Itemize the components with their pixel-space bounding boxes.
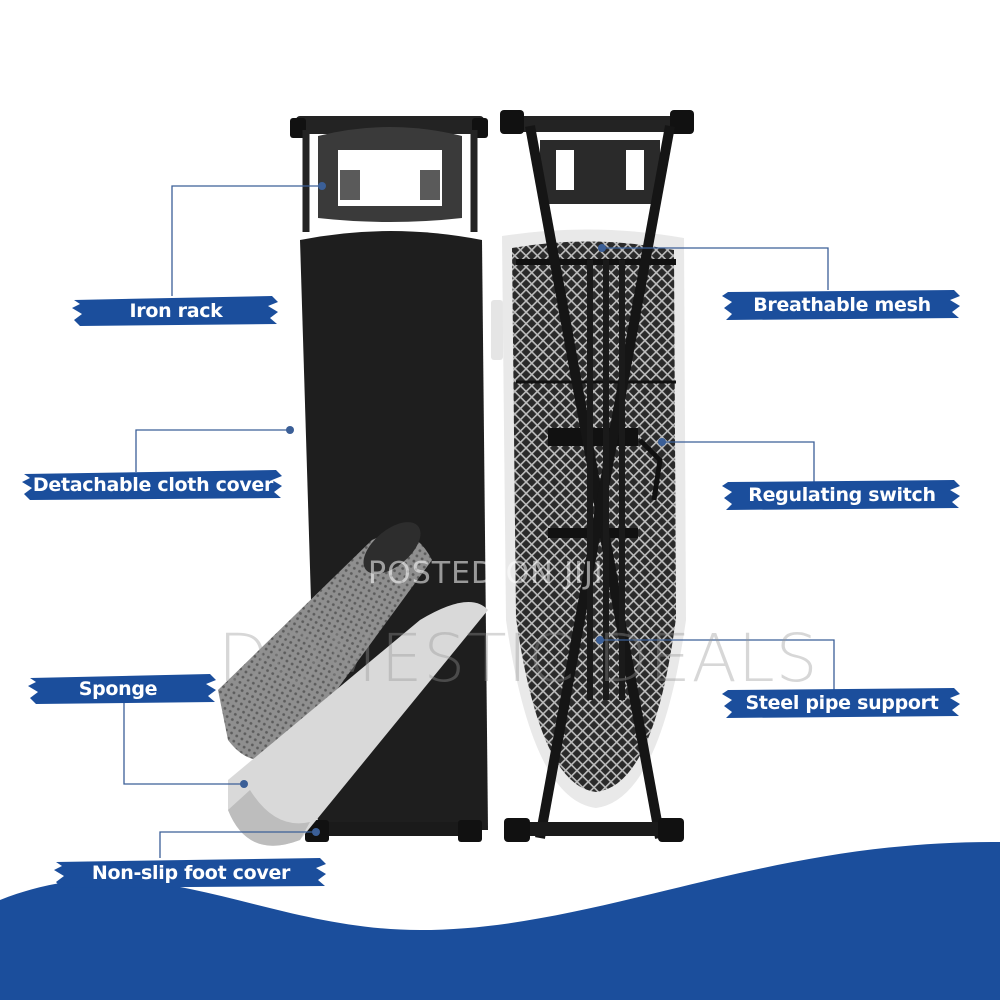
label-iron-rack-text: Iron rack (129, 300, 223, 322)
brush-stroke-shape (54, 858, 326, 888)
brush-stroke-shape (722, 480, 960, 510)
brush-stroke-shape (22, 470, 282, 500)
brush-stroke-shape (72, 296, 278, 326)
label-non-slip-foot-cover: Non-slip foot cover (54, 856, 328, 890)
label-non-slip-foot-cover-text: Non-slip foot cover (91, 862, 291, 884)
label-regulating-switch: Regulating switch (722, 478, 962, 512)
label-iron-rack: Iron rack (72, 294, 280, 328)
brush-stroke-shape (722, 290, 960, 320)
label-sponge-text: Sponge (78, 678, 158, 700)
brush-stroke-shape (722, 688, 960, 718)
label-detachable-cloth-cover-text: Detachable cloth cover (32, 474, 274, 496)
label-sponge: Sponge (28, 672, 218, 706)
leader-dots (240, 182, 666, 836)
right-board (500, 110, 694, 842)
label-breathable-mesh: Breathable mesh (722, 288, 962, 322)
label-breathable-mesh-text: Breathable mesh (753, 294, 931, 316)
leader-lines (123, 185, 835, 858)
bottom-wave (0, 841, 1000, 1000)
label-steel-pipe-support-text: Steel pipe support (745, 692, 939, 714)
label-detachable-cloth-cover: Detachable cloth cover (22, 468, 284, 502)
label-regulating-switch-text: Regulating switch (748, 484, 936, 506)
brush-stroke-shape (28, 674, 216, 704)
label-steel-pipe-support: Steel pipe support (722, 686, 962, 720)
